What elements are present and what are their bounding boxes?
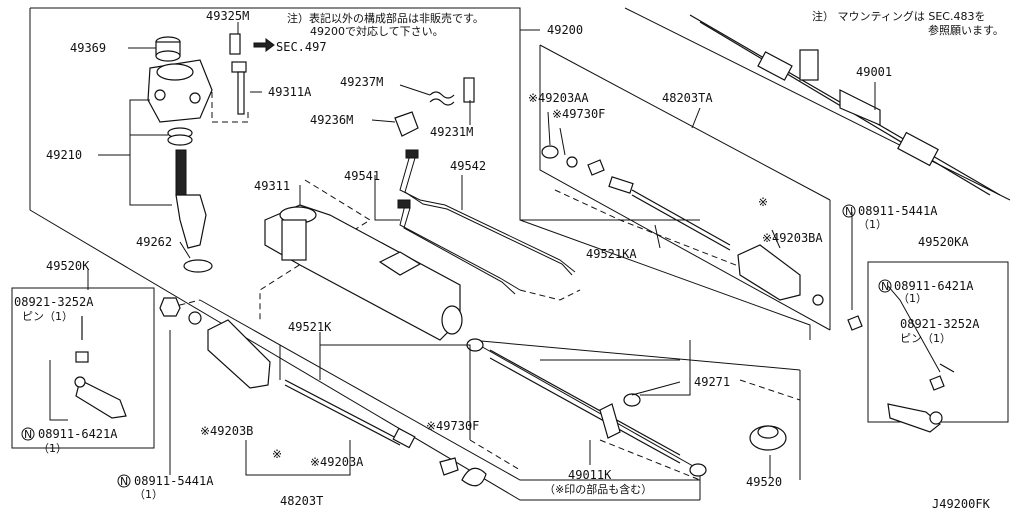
label-08911-5441-right: 08911-5441A xyxy=(858,204,938,218)
diagram-code: J49200FK xyxy=(932,497,991,511)
label-08911-6421-right: 08911-6421A xyxy=(894,279,974,293)
tie-rod-end-left xyxy=(49,316,127,421)
note-right-line1: 注） マウンティングは SEC.483を xyxy=(812,9,985,23)
label-49311A: 49311A xyxy=(268,85,312,99)
label-49271: 49271 xyxy=(694,375,730,389)
rod-and-boot-left xyxy=(207,319,487,487)
small-parts-top xyxy=(394,77,475,137)
asterisk-left: ※ xyxy=(272,447,282,461)
note-top-line1: 注）表記以外の構成部品は非販売です。 xyxy=(287,11,484,25)
qty-left-6421: （1） xyxy=(38,442,67,455)
gear-housing-49311 xyxy=(264,204,463,341)
rod-and-boot-right xyxy=(541,145,824,306)
label-49730F-bottom: ※49730F xyxy=(426,419,479,433)
label-49521K: 49521K xyxy=(288,320,332,334)
label-08921-left: 08921-3252A xyxy=(14,295,94,309)
n-marker-right-5441: N xyxy=(845,205,853,218)
note-right-line2: 参照願います。 xyxy=(928,23,1004,37)
label-49541: 49541 xyxy=(344,169,380,183)
label-49325M: 49325M xyxy=(206,9,249,23)
label-49236M: 49236M xyxy=(310,113,353,127)
label-49001: 49001 xyxy=(856,65,892,79)
qty-right-6421: （1） xyxy=(898,292,927,305)
asterisk-right: ※ xyxy=(758,195,768,209)
tie-rod-end-right xyxy=(847,315,955,433)
label-08911-5441-bottom: 08911-5441A xyxy=(134,474,214,488)
n-marker-right-6421: N xyxy=(881,280,889,293)
assembly-49001 xyxy=(689,14,1001,196)
label-49011K-note: （※印の部品も含む） xyxy=(544,482,652,496)
label-49011K: 49011K xyxy=(568,468,612,482)
label-49237M: 49237M xyxy=(340,75,383,89)
qty-right-5441: （1） xyxy=(858,218,887,231)
label-49730F-top: ※49730F xyxy=(552,107,605,121)
qty-bottom-5441: （1） xyxy=(134,488,163,501)
label-49231M: 49231M xyxy=(430,125,473,139)
label-pin-left: ピン（1） xyxy=(22,310,73,323)
cap-49369 xyxy=(155,36,181,62)
label-49203B: ※49203B xyxy=(200,424,253,438)
label-49521KA: 49521KA xyxy=(586,247,637,261)
nut-left xyxy=(159,297,202,325)
label-49203A: ※49203A xyxy=(310,455,364,469)
n-marker-bottom-5441: N xyxy=(120,475,128,488)
label-48203T: 48203T xyxy=(280,494,323,508)
label-49520: 49520 xyxy=(746,475,782,489)
label-49203BA: ※49203BA xyxy=(762,231,823,245)
note-top-line2: 49200で対応して下さい。 xyxy=(310,24,444,38)
label-49369: 49369 xyxy=(70,41,106,55)
label-49542: 49542 xyxy=(450,159,486,173)
label-08911-6421-left: 08911-6421A xyxy=(38,427,118,441)
label-49520KA: 49520KA xyxy=(918,235,969,249)
valve-housing-49210 xyxy=(147,59,213,273)
n-marker-left-6421: N xyxy=(24,428,32,441)
label-49203AA: ※49203AA xyxy=(528,91,589,105)
label-49520K: 49520K xyxy=(46,259,90,273)
label-49262: 49262 xyxy=(136,235,172,249)
notes: 注）表記以外の構成部品は非販売です。 49200で対応して下さい。 注） マウン… xyxy=(287,9,1004,38)
dashed-guides xyxy=(159,92,801,481)
bolts-49325M-49311A xyxy=(229,33,275,115)
label-48203TA: 48203TA xyxy=(662,91,713,105)
pipes-49541-49542 xyxy=(397,149,576,295)
label-49210: 49210 xyxy=(46,148,82,162)
rack-49011K xyxy=(466,338,707,477)
label-08921-right: 08921-3252A xyxy=(900,317,980,331)
label-sec497: SEC.497 xyxy=(276,40,327,54)
label-pin-right: ピン（1） xyxy=(900,332,951,345)
label-49311: 49311 xyxy=(254,179,290,193)
circled-n-markers: N N N N xyxy=(21,204,892,488)
label-49200: 49200 xyxy=(547,23,583,37)
cover-49520 xyxy=(749,425,787,451)
part-labels: 49325M 49369 49210 49262 49311A SEC.497 … xyxy=(14,9,991,511)
leader-lines xyxy=(87,22,941,478)
